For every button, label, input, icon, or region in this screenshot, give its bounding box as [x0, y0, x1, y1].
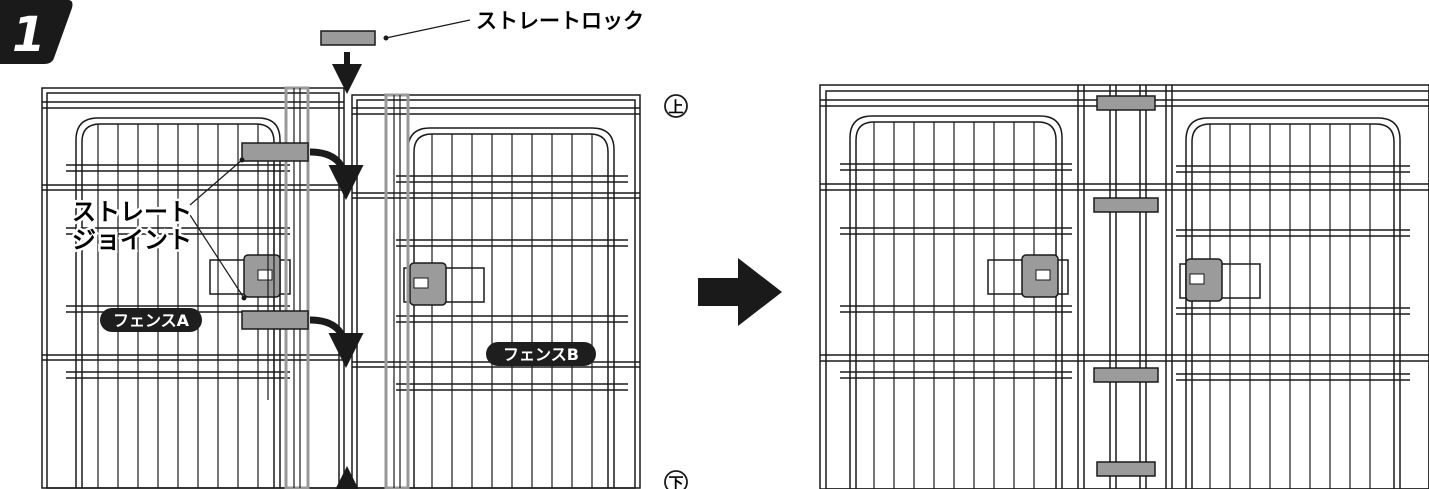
assembled-latch-left — [987, 254, 1069, 298]
fence-b-post — [384, 93, 410, 489]
bottom-mark: 下 — [664, 470, 688, 489]
fence-b-label: フェンスB — [503, 345, 579, 364]
fence-a-bars — [97, 124, 259, 488]
assembled-joint-top — [1093, 197, 1159, 213]
assembled-latch-right — [1179, 258, 1261, 302]
leader-dot — [383, 35, 389, 41]
straight-joint-callout: ストレート ジョイント — [70, 157, 247, 301]
assembled-lock-bottom — [1096, 461, 1156, 477]
leader-line — [385, 19, 471, 39]
fence-b-pill: フェンスB — [486, 342, 596, 366]
straight-joint-label-1: ストレート — [72, 198, 192, 226]
straight-joint-top — [241, 142, 309, 162]
top-mark: 上 — [664, 94, 688, 118]
fence-b-latch — [403, 262, 485, 306]
fence-a-pill: フェンスA — [100, 308, 202, 332]
straight-joint-bottom — [241, 310, 309, 330]
step-badge: 1 — [0, 0, 73, 64]
fence-b — [351, 94, 641, 489]
curved-arrow-icon — [309, 316, 364, 368]
assembled-lock-top — [1096, 95, 1156, 111]
bottom-mark-label: 下 — [668, 474, 683, 489]
assembled-joint-bottom — [1093, 367, 1159, 383]
step-number: 1 — [12, 7, 45, 63]
straight-joint-label-2: ジョイント — [72, 226, 192, 254]
top-mark-label: 上 — [668, 98, 683, 116]
fence-a-label: フェンスA — [113, 311, 190, 330]
straight-lock-label: ストレートロック — [476, 9, 644, 33]
right-arrow-icon — [698, 258, 782, 326]
curved-arrow-icon — [309, 148, 364, 200]
assembled-bars — [873, 122, 1371, 489]
fence-a-latch — [209, 254, 291, 298]
fence-b-bars — [431, 134, 593, 488]
straight-lock — [320, 30, 376, 46]
assembled-fence — [819, 84, 1429, 489]
